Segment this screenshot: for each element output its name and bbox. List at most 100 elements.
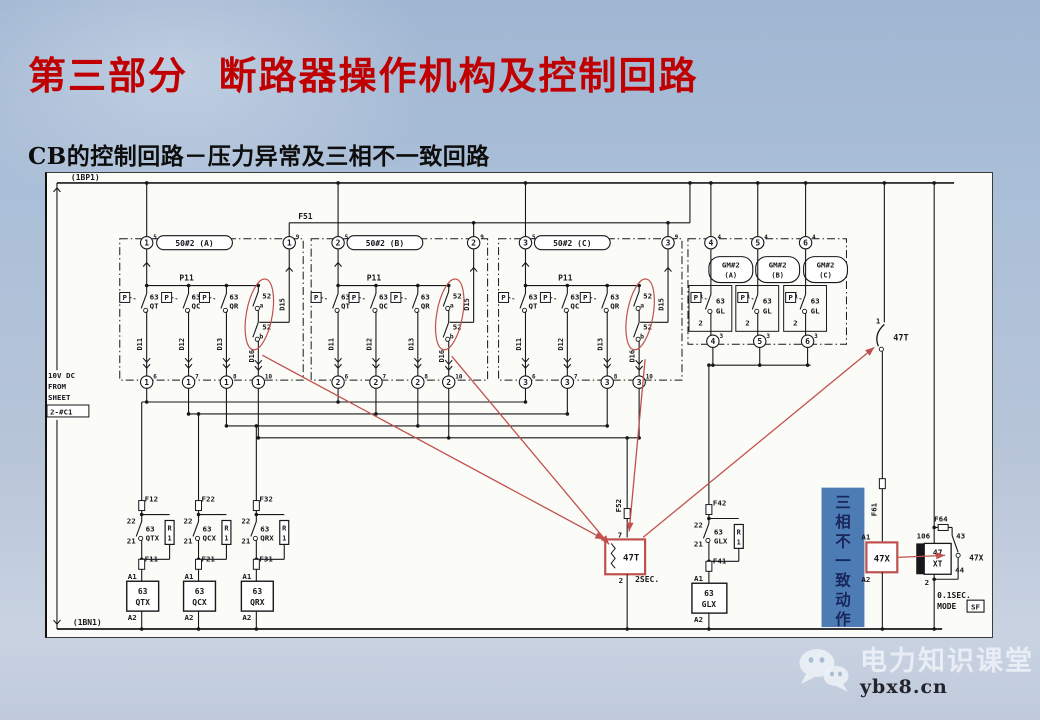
junction-dot (254, 424, 259, 428)
wire-label: D15 (279, 298, 287, 311)
sensor-link (400, 297, 408, 300)
resistor-label: R (224, 524, 229, 532)
terminal-number: 1 (287, 239, 292, 248)
arrow-down (521, 363, 530, 369)
junction-dot (625, 627, 629, 631)
junction-dot (605, 424, 610, 428)
terminal (282, 235, 296, 250)
mode-note: MODE (937, 602, 956, 611)
pressure-symbol: P (202, 293, 207, 302)
group-boundary (498, 238, 683, 381)
sf-label: SF (971, 603, 981, 612)
annotation-arrow (628, 359, 646, 532)
wire-label: D13 (407, 338, 415, 351)
pin: 44 (955, 565, 965, 574)
junction-dot (932, 181, 936, 185)
arrow-up (521, 261, 530, 267)
contact-number: 63 (341, 292, 351, 301)
junction-dot (932, 577, 936, 582)
terminal (331, 235, 345, 250)
group-name: 50#2 (A) (175, 239, 213, 248)
pressure-symbol: P (394, 293, 399, 302)
junction-dot (196, 627, 201, 631)
arrow-up (334, 261, 342, 267)
pin: 2 (745, 318, 750, 327)
gm-name-plate (803, 256, 849, 284)
cb-pole: a (259, 301, 263, 309)
highlight-banner (821, 487, 865, 628)
junction-dot (186, 283, 191, 288)
terminal (706, 334, 720, 348)
fuse-label: F52 (614, 499, 623, 512)
xt-label: XT (933, 559, 943, 568)
highlight-char: 动 (835, 591, 850, 609)
junction-dot (254, 627, 259, 631)
group-name-plate (533, 235, 611, 251)
xt-black-band (916, 543, 925, 575)
watermark-brand: 电力知识课堂 (860, 646, 1034, 677)
fuse-label: F32 (259, 495, 273, 504)
contact-blade (601, 293, 608, 309)
terminal (800, 334, 815, 348)
relay-47t-label: 47T (623, 553, 639, 563)
wire-label: D12 (178, 338, 186, 351)
terminal-number: 1 (256, 378, 261, 387)
resistor-label: 1 (282, 534, 286, 542)
annotation-arrow (262, 354, 605, 540)
coil-label: 63 (138, 587, 148, 596)
terminal (661, 235, 675, 250)
arrow-down (142, 357, 151, 364)
contact-suffix: QR (421, 301, 431, 310)
arrow-down (563, 363, 572, 369)
p11-label: P11 (179, 274, 194, 283)
wire-label: D15 (658, 298, 666, 311)
junction-dot (755, 181, 760, 185)
sensor-link (508, 297, 516, 300)
timer-symbol (610, 543, 616, 569)
terminal-number: 1 (144, 378, 149, 387)
contact-suffix: QC (379, 301, 388, 310)
watermark-text: 电力知识课堂 ybx8.cn (860, 645, 1034, 698)
pin: 2 (793, 318, 798, 327)
contact-number: 63 (203, 524, 213, 533)
watermark: 电力知识课堂 ybx8.cn (796, 645, 1034, 698)
contact-blade (182, 293, 190, 309)
contact-blade (442, 322, 450, 338)
relay-coil (126, 580, 160, 612)
terminal-number: 2 (471, 239, 476, 248)
annotation-arrowhead (626, 522, 634, 532)
highlight-char: 一 (835, 552, 851, 570)
resistor-label: R (737, 528, 742, 536)
pin: 22 (127, 516, 136, 525)
gm-name: GM#2 (722, 261, 740, 270)
pin: 21 (127, 536, 137, 545)
terminal-number: 6 (805, 337, 810, 346)
junction-dot (374, 283, 378, 288)
junction-dot (471, 220, 476, 225)
contact-blade (369, 293, 377, 309)
pin: A2 (185, 613, 194, 622)
contact-label-47x: 47X (969, 553, 984, 562)
sheet-ref-box (47, 404, 90, 418)
junction-dot (523, 283, 528, 288)
junction-dot (144, 283, 149, 288)
gm-name-plate (755, 256, 801, 284)
arrow-down (372, 357, 380, 364)
contact-blade (252, 322, 259, 338)
contact-suffix: QR (610, 301, 620, 310)
terminal-number: 3 (565, 378, 570, 387)
terminal (518, 235, 533, 250)
contact-blade (702, 523, 710, 539)
cb-contact-highlight (625, 278, 655, 351)
wire-label: D16 (629, 350, 637, 363)
arrow-down (334, 363, 342, 369)
terminal (798, 235, 813, 250)
fuse-label: F12 (145, 495, 159, 504)
arrow-up (53, 187, 61, 193)
pin: 21 (241, 536, 251, 545)
contact-suffix: QTX (146, 533, 160, 542)
terminal-sup: 5 (153, 234, 157, 241)
fuse-symbol (705, 560, 713, 572)
